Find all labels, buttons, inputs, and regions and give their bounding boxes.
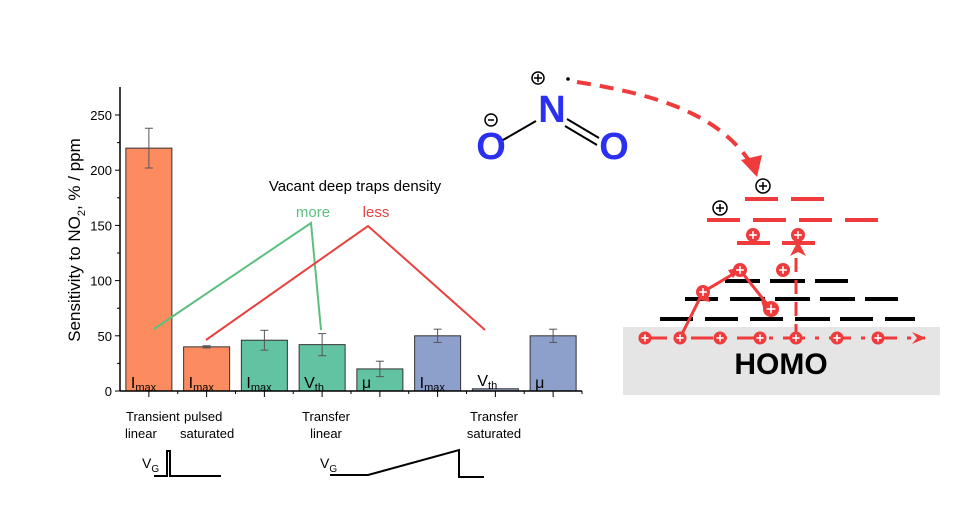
arrow-head-icon: [741, 155, 762, 177]
group-label-saturated: saturated: [180, 426, 234, 441]
hopping-path: [678, 268, 773, 339]
sweep-waveform: [330, 448, 484, 478]
transport-arrow-head-icon: [912, 332, 926, 344]
annotation-title: Vacant deep traps density: [269, 178, 442, 195]
error-bar-6: [433, 328, 442, 343]
bar-1: [125, 147, 173, 392]
group-label-transfer-saturated-1: Transfer: [470, 409, 519, 424]
bar-label-4: Vth: [304, 375, 324, 394]
oxygen-left-atom: O: [476, 126, 506, 168]
oxygen-right-atom: O: [599, 126, 629, 168]
vg-label-pulsed: VG: [142, 455, 159, 475]
annotation-more: more: [296, 204, 330, 221]
y-tick-label: 250: [90, 108, 112, 123]
up-arrow-head-icon: [790, 241, 806, 256]
double-bond-2: [564, 125, 598, 146]
group-label-transient: Transient: [126, 409, 180, 424]
y-tick-label: 0: [105, 384, 112, 399]
error-bar-3: [260, 329, 269, 351]
no2-molecule: N O O: [476, 71, 629, 168]
bar-label-8: μ: [535, 375, 544, 392]
more-trend-line: [153, 221, 322, 331]
y-tick-label: 200: [90, 163, 112, 178]
error-bar-2: [202, 345, 211, 349]
y-tick-label: 100: [90, 274, 112, 289]
single-bond: [502, 120, 537, 141]
group-label-pulsed: pulsed: [184, 409, 222, 424]
pulsed-waveform: [154, 450, 221, 477]
y-tick-label: 150: [90, 218, 112, 233]
energy-diagram: HOMO: [623, 178, 940, 395]
o-minus-charge-icon: [484, 113, 498, 127]
bar-8: [529, 335, 577, 392]
group-label-transfer-saturated-2: saturated: [467, 426, 521, 441]
group-label-transfer-linear-2: linear: [310, 426, 342, 441]
error-bar-4: [318, 333, 327, 357]
homo-label: HOMO: [734, 348, 827, 381]
group-label-transfer-linear-1: Transfer: [302, 409, 351, 424]
group-label-linear: linear: [125, 426, 157, 441]
nitrogen-atom: N: [538, 89, 565, 131]
vg-label-transfer: VG: [320, 455, 337, 475]
bar-label-5: μ: [362, 375, 371, 392]
radical-dot: [566, 77, 570, 81]
y-axis-label: Sensitivity to NO2, % / ppm: [65, 138, 88, 342]
error-bar-1: [144, 127, 153, 169]
charge-transfer-arrow: [576, 80, 754, 167]
axes-layer: 0 50 100 150 200 250: [90, 87, 583, 399]
y-tick-label: 50: [98, 329, 112, 344]
bar-label-7: Vth: [477, 373, 497, 392]
n-plus-charge-icon: [531, 71, 545, 85]
double-bond-1: [566, 118, 600, 139]
less-trend-line: [205, 224, 486, 341]
bar-6: [414, 335, 462, 392]
error-bar-5: [375, 360, 384, 378]
holes: [638, 178, 885, 345]
annotation-less: less: [363, 204, 390, 221]
error-bar-8: [549, 328, 558, 343]
